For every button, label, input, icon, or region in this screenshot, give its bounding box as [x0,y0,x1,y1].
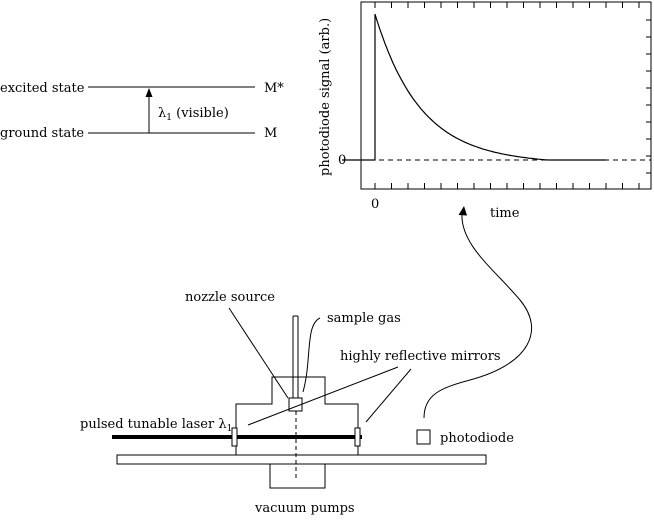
laser-label: pulsed tunable laser λ1 [80,417,232,434]
sample-gas-leader [302,317,321,393]
mirror-left [231,427,238,447]
ground-state-symbol: M [264,126,277,141]
mirror-right [354,427,361,447]
plot-frame [360,1,652,190]
mirror-leader-right [365,368,412,423]
connector-arrowhead [458,206,467,216]
vacuum-chamber [235,376,359,455]
signal-connector-curve [423,212,532,419]
laser-label-subscript: 1 [227,424,233,434]
mirrors-label: highly reflective mirrors [340,349,501,364]
transition-note: (visible) [172,106,229,121]
mirror-leader-left [247,366,399,426]
x-zero-label: 0 [371,197,379,212]
transition-arrowhead [145,88,153,97]
energy-level-diagram: excited state M* ground state M λ1 (visi… [0,81,284,141]
y-zero-label: 0 [338,153,346,168]
excited-state-label: excited state [0,81,85,96]
transition-lambda: λ [158,106,166,121]
transition-label: λ1 (visible) [158,106,229,123]
signal-plot: 0 0 time photodiode signal (arb.) [318,1,652,221]
sample-gas-label: sample gas [327,311,401,326]
signal-curve [342,13,606,161]
plot-ticks [374,2,651,189]
nozzle-leader [228,307,289,399]
photodiode [416,429,431,445]
photodiode-label: photodiode [440,431,514,446]
y-axis-label: photodiode signal (arb.) [318,18,333,176]
transition-subscript: 1 [166,113,172,123]
ground-state-label: ground state [0,126,84,141]
base-plate [116,454,487,465]
laser-label-text: pulsed tunable laser λ [80,417,227,432]
apparatus [112,307,487,489]
nozzle-source-label: nozzle source [185,290,275,305]
x-axis-label: time [490,206,520,221]
pump-port [269,464,326,489]
vacuum-pumps-label: vacuum pumps [254,501,355,516]
excited-state-symbol: M* [264,81,284,96]
